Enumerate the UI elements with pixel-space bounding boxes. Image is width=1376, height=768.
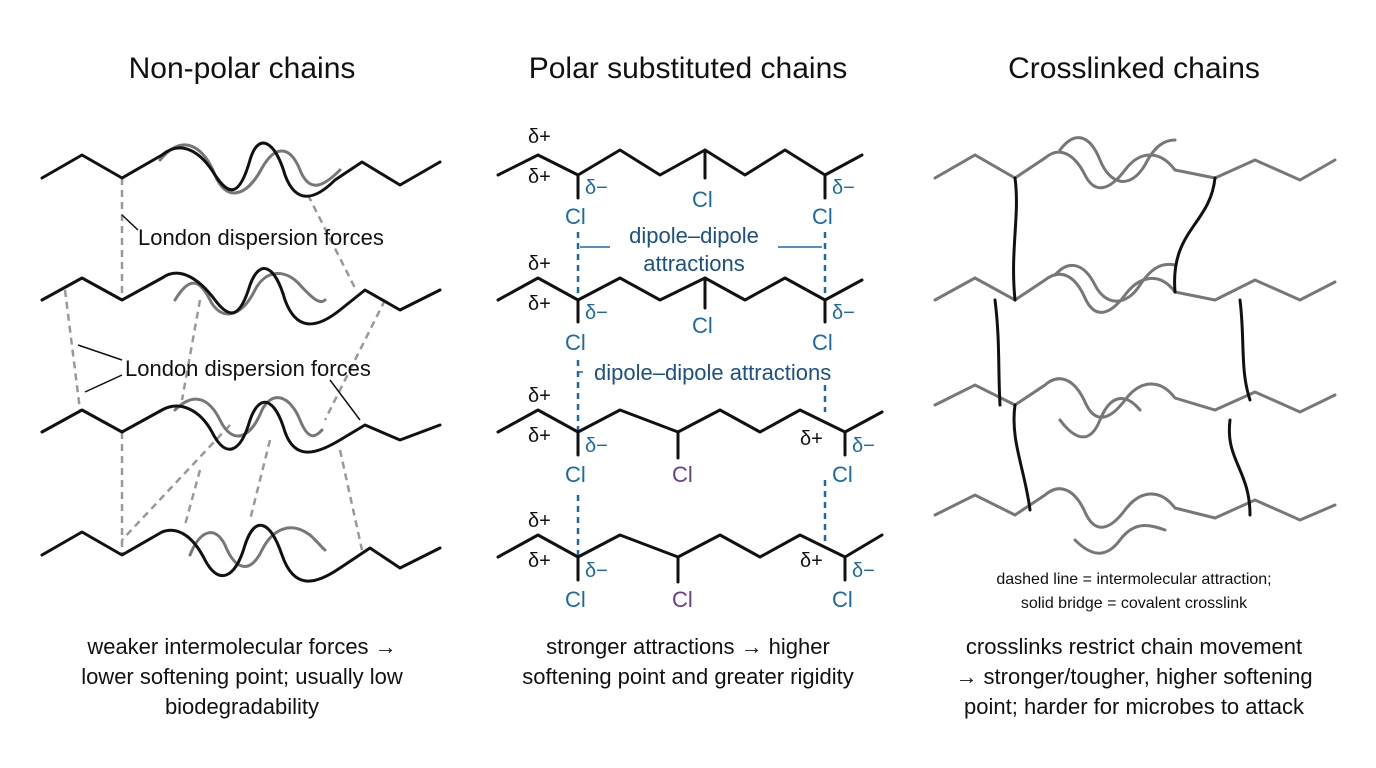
legend-note-line: dashed line = intermolecular attraction;: [996, 571, 1272, 588]
covalent-crosslink: [1173, 176, 1217, 294]
delta-plus: δ+: [528, 510, 551, 532]
polar-chain: [496, 276, 864, 302]
polymer-chain-shadow: [173, 396, 324, 438]
legend-note-line: solid bridge = covalent crosslink: [1020, 595, 1248, 612]
polymer-chain-shadow: [173, 272, 327, 316]
delta-plus: δ+: [528, 166, 551, 188]
caption-line: lower softening point; usually low: [81, 664, 403, 689]
crosslinked-chain: [1053, 262, 1177, 303]
crosslinked-chain: [933, 272, 1337, 314]
chlorine-atom: Cl: [672, 462, 693, 487]
nonpolar-panel: London dispersion forces London dispersi…: [40, 141, 442, 583]
delta-plus: δ+: [800, 550, 823, 572]
crosslinked-chain: [1073, 524, 1167, 555]
chlorine-atom: Cl: [692, 187, 713, 212]
polymer-chain: [40, 523, 442, 583]
polymer-chain: [40, 400, 442, 454]
dispersion-dash: [323, 299, 387, 421]
label-leader-line: [77, 344, 123, 361]
caption-nonpolar: weaker intermolecular forces → lower sof…: [22, 632, 462, 722]
polar-chain: [496, 408, 884, 434]
label-leader-line: [84, 374, 123, 393]
covalent-crosslink: [1227, 418, 1252, 517]
dipole-label: dipole–dipole: [629, 223, 759, 248]
panel-title-crosslinked: Crosslinked chains: [1008, 52, 1260, 85]
delta-minus: δ−: [852, 435, 875, 457]
delta-minus: δ−: [832, 177, 855, 199]
dispersion-dash: [338, 449, 364, 551]
caption-polar: stronger attractions → higher softening …: [468, 632, 908, 692]
covalent-crosslink: [1012, 403, 1032, 512]
polymer-chain: [40, 267, 442, 326]
panel-title-polar: Polar substituted chains: [528, 52, 848, 85]
chlorine-atom: Cl: [832, 462, 853, 487]
caption-crosslinked: crosslinks restrict chain movement → str…: [914, 632, 1354, 722]
panel-title-nonpolar: Non-polar chains: [128, 52, 356, 85]
chlorine-atom: Cl: [565, 587, 586, 612]
dispersion-dash: [63, 289, 82, 411]
polymer-chain-shadow: [188, 526, 327, 568]
polar-chain: [496, 533, 884, 559]
dispersion-label-1: London dispersion forces: [138, 225, 384, 250]
delta-plus: δ+: [528, 293, 551, 315]
delta-plus: δ+: [528, 126, 551, 148]
crosslinked-chain: [933, 150, 1337, 189]
crosslinked-panel: [933, 136, 1337, 555]
chlorine-atom: Cl: [565, 462, 586, 487]
dispersion-dashes: [63, 178, 387, 555]
dispersion-dash: [121, 424, 231, 541]
delta-minus: δ−: [585, 435, 608, 457]
crosslinked-chain: [1058, 136, 1177, 183]
covalent-crosslink: [993, 298, 1002, 407]
covalent-crosslink: [1012, 176, 1018, 302]
chlorine-atom: Cl: [812, 330, 833, 355]
delta-minus: δ−: [585, 560, 608, 582]
caption-line: biodegradability: [164, 694, 320, 719]
chlorine-atom: Cl: [832, 587, 853, 612]
label-leader-line: [121, 214, 139, 231]
crosslinked-chain: [933, 377, 1337, 419]
dispersion-dash: [183, 469, 202, 526]
delta-plus: δ+: [800, 428, 823, 450]
delta-minus: δ−: [585, 302, 608, 324]
caption-line: crosslinks restrict chain movement: [965, 634, 1303, 659]
delta-plus: δ+: [528, 385, 551, 407]
dipole-label: dipole–dipole attractions: [594, 360, 831, 385]
chlorine-atom: Cl: [672, 587, 693, 612]
delta-minus: δ−: [832, 302, 855, 324]
delta-minus: δ−: [585, 177, 608, 199]
chlorine-atom: Cl: [692, 313, 713, 338]
legend-note: dashed line = intermolecular attraction;…: [924, 568, 1344, 616]
dispersion-dash: [248, 439, 272, 521]
caption-line: weaker intermolecular forces →: [87, 634, 397, 659]
caption-line: point; harder for microbes to attack: [964, 694, 1304, 719]
label-leader-line: [329, 379, 361, 421]
delta-plus: δ+: [528, 253, 551, 275]
dipole-label: attractions: [643, 251, 745, 276]
delta-minus: δ−: [852, 560, 875, 582]
covalent-crosslink: [1238, 298, 1252, 402]
chlorine-atom: Cl: [565, 330, 586, 355]
dispersion-dash: [306, 194, 358, 291]
polar-panel: δ+ δ+ δ+ δ+ δ+ δ+ δ+ δ+ δ+ δ+ δ− δ− δ− δ…: [496, 126, 884, 612]
delta-plus: δ+: [528, 550, 551, 572]
crosslinked-chain: [933, 487, 1337, 529]
polymer-chain: [40, 141, 442, 198]
caption-line: softening point and greater rigidity: [522, 664, 854, 689]
polar-chain: [496, 148, 864, 177]
caption-line: → stronger/tougher, higher softening: [955, 664, 1313, 689]
delta-plus: δ+: [528, 425, 551, 447]
crosslinked-chain: [1058, 397, 1142, 439]
chlorine-atom: Cl: [565, 204, 586, 229]
chlorine-atom: Cl: [812, 204, 833, 229]
dispersion-label-2: London dispersion forces: [125, 356, 371, 381]
polymer-chain-shadow: [158, 143, 342, 195]
dispersion-dash: [180, 299, 202, 401]
caption-line: stronger attractions → higher: [546, 634, 830, 659]
